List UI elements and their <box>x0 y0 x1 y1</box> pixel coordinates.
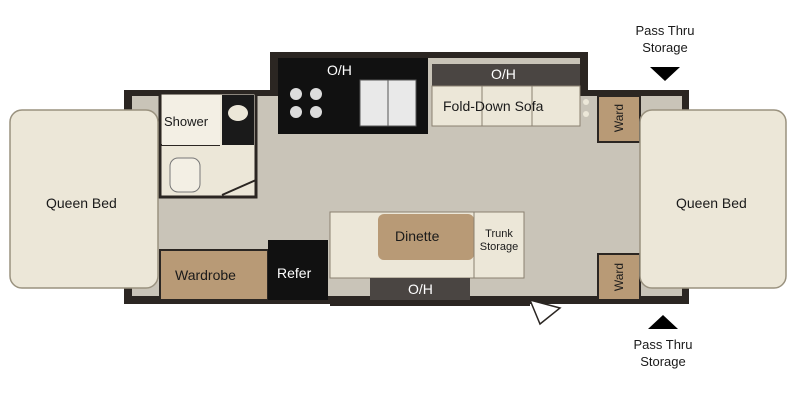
wardrobe-cabinet <box>159 249 269 301</box>
ward-bottom-label: Ward <box>612 262 627 292</box>
shower-pan <box>162 95 220 145</box>
refer-unit <box>268 240 328 300</box>
burner-icon <box>290 106 302 118</box>
pass-thru-bottom-label: Pass Thru Storage <box>620 336 706 370</box>
entry-door <box>528 298 562 326</box>
pass-thru-arrow-up <box>648 315 678 329</box>
trunk-storage-box <box>473 211 525 279</box>
refer-label: Refer <box>277 265 312 281</box>
burner-icon <box>310 106 322 118</box>
dinette-label: Dinette <box>395 228 440 244</box>
toilet-icon <box>169 157 201 193</box>
queen-bed-right-label: Queen Bed <box>676 195 747 211</box>
ward-bottom-cabinet <box>597 253 641 301</box>
pass-thru-top-line1: Pass Thru <box>635 23 695 38</box>
pass-thru-top-label: Pass Thru Storage <box>622 22 708 56</box>
trunk-storage-line1: Trunk <box>485 228 513 240</box>
dinette-table <box>378 214 474 260</box>
overhead-kitchen-label: O/H <box>327 62 352 78</box>
pass-thru-bottom-line2: Storage <box>640 354 686 369</box>
pass-thru-arrow-down <box>650 67 680 81</box>
pass-thru-bottom-line1: Pass Thru <box>633 337 693 352</box>
pass-thru-top-line2: Storage <box>642 40 688 55</box>
overhead-sofa-label: O/H <box>491 66 516 82</box>
wardrobe-label: Wardrobe <box>175 267 236 283</box>
burner-icon <box>310 88 322 100</box>
ward-top-cabinet <box>597 95 641 143</box>
ward-top-label: Ward <box>612 103 627 133</box>
shower-label: Shower <box>164 114 209 129</box>
queen-bed-left-label: Queen Bed <box>46 195 117 211</box>
sink-icon <box>228 105 248 121</box>
burner-icon <box>290 88 302 100</box>
overhead-dinette-bar <box>370 278 470 300</box>
sofa-label: Fold-Down Sofa <box>443 98 544 114</box>
overhead-dinette-label: O/H <box>408 281 433 297</box>
trunk-storage-line2: Storage <box>479 241 519 253</box>
sofa-back <box>432 64 580 86</box>
queen-bed-left <box>9 109 159 289</box>
trunk-storage-label: Trunk Storage <box>475 228 523 254</box>
sofa-cushions <box>431 85 581 127</box>
queen-bed-right <box>639 109 787 289</box>
